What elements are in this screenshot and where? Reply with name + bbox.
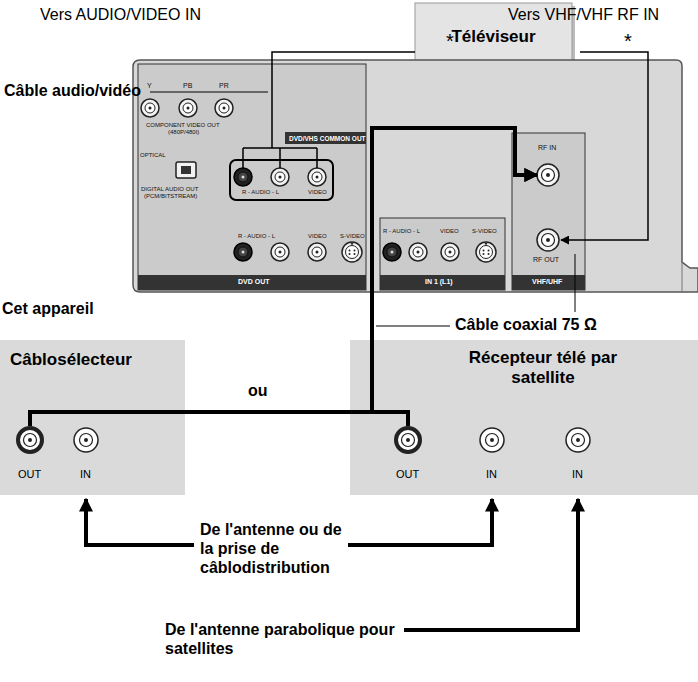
or-label: ou (248, 382, 268, 400)
dvd-out-panel (138, 64, 366, 290)
port-label: S-VIDEO (472, 228, 497, 235)
s-video-jack (342, 242, 362, 262)
jack (308, 243, 326, 261)
panel-heading: IN 1 (L1) (425, 278, 453, 286)
antenna-arrow (348, 499, 492, 545)
jack (234, 243, 252, 261)
node-title: Récepteur télé par satellite (468, 348, 618, 387)
port-label: R - AUDIO - L (383, 228, 420, 235)
cable (561, 52, 648, 240)
asterisk: * (624, 30, 632, 52)
panel-heading: VHF/UHF (532, 278, 562, 286)
jack-label: IN (80, 468, 91, 480)
source-label: De l'antenne parabolique pour satellites (165, 620, 395, 658)
port-label: VIDEO (308, 189, 327, 196)
port-label: Y (147, 82, 152, 90)
out-jack (396, 428, 420, 452)
node-title: Téléviseur (415, 27, 572, 47)
jack (234, 168, 252, 186)
rf-bar (512, 275, 585, 290)
box-fill (350, 340, 698, 495)
jack (441, 243, 459, 261)
device-panel: Cet appareil (133, 60, 698, 292)
cable (272, 52, 415, 148)
out-jack (18, 428, 42, 452)
jack (179, 99, 197, 117)
port-label: S-VIDEO (340, 233, 365, 240)
port-label: RF OUT (533, 256, 559, 264)
rf-panel (512, 133, 585, 290)
jack (409, 243, 427, 261)
jack-label: IN (486, 468, 497, 480)
jack (308, 168, 326, 186)
panel-heading: DVD OUT (238, 278, 270, 286)
port-label: PB (183, 82, 192, 90)
optical-port (176, 162, 196, 178)
node-title: Câblosélecteur (10, 350, 132, 370)
jack (271, 243, 289, 261)
rf-jack (537, 229, 559, 251)
jack-label: OUT (18, 468, 41, 480)
cable-label: Câble coaxial 75 Ω (455, 316, 597, 334)
device-edge (682, 262, 683, 292)
asterisk: * (446, 30, 454, 52)
device-body (133, 60, 698, 292)
jack-label: IN (572, 468, 583, 480)
jack (383, 243, 401, 261)
port-label: R - AUDIO - L (242, 189, 279, 196)
callout-text: Vers AUDIO/VIDEO IN (40, 6, 201, 24)
box-fill (0, 340, 185, 495)
in1-bar (380, 275, 505, 290)
jack (141, 99, 159, 117)
antenna-arrow (86, 499, 194, 545)
rf-jack (537, 164, 559, 186)
source-label: De l'antenne ou de la prise de câblodist… (200, 520, 342, 578)
port-label: (480P/480I) (168, 129, 199, 136)
jack (215, 99, 233, 117)
satellite-arrow (404, 499, 578, 630)
port-label: DIGITAL AUDIO OUT (141, 186, 198, 193)
in1-panel (380, 218, 505, 290)
port-label: VIDEO (440, 228, 459, 235)
leader-line (575, 254, 576, 312)
port-label: (PCM/BITSTREAM) (144, 193, 197, 200)
callout-text: Vers VHF/VHF RF IN (508, 6, 659, 24)
port-label: COMPONENT VIDEO OUT (146, 122, 220, 129)
common-out-bar (285, 132, 366, 144)
jack-label: OUT (396, 468, 419, 480)
node-title: Cet appareil (2, 300, 94, 318)
port-label: R - AUDIO - L (238, 233, 275, 240)
jack (271, 168, 289, 186)
s-video-jack (476, 242, 496, 262)
in-jack (74, 428, 98, 452)
port-label: OPTICAL (140, 152, 166, 159)
cable-label: Câble audio/vidéo (4, 82, 141, 100)
dvd-out-bar (138, 275, 366, 290)
in-jack (566, 428, 590, 452)
optical-port (181, 166, 191, 174)
port-label: RF IN (538, 144, 556, 152)
in-jack (480, 428, 504, 452)
coax-cable (30, 128, 537, 426)
port-label: PR (219, 82, 229, 90)
panel-heading: DVD/VHS COMMON OUT (289, 135, 366, 142)
leader-line (376, 326, 450, 327)
leader-line (150, 92, 268, 93)
port-label: VIDEO (308, 233, 327, 240)
cable-branch (243, 148, 317, 168)
